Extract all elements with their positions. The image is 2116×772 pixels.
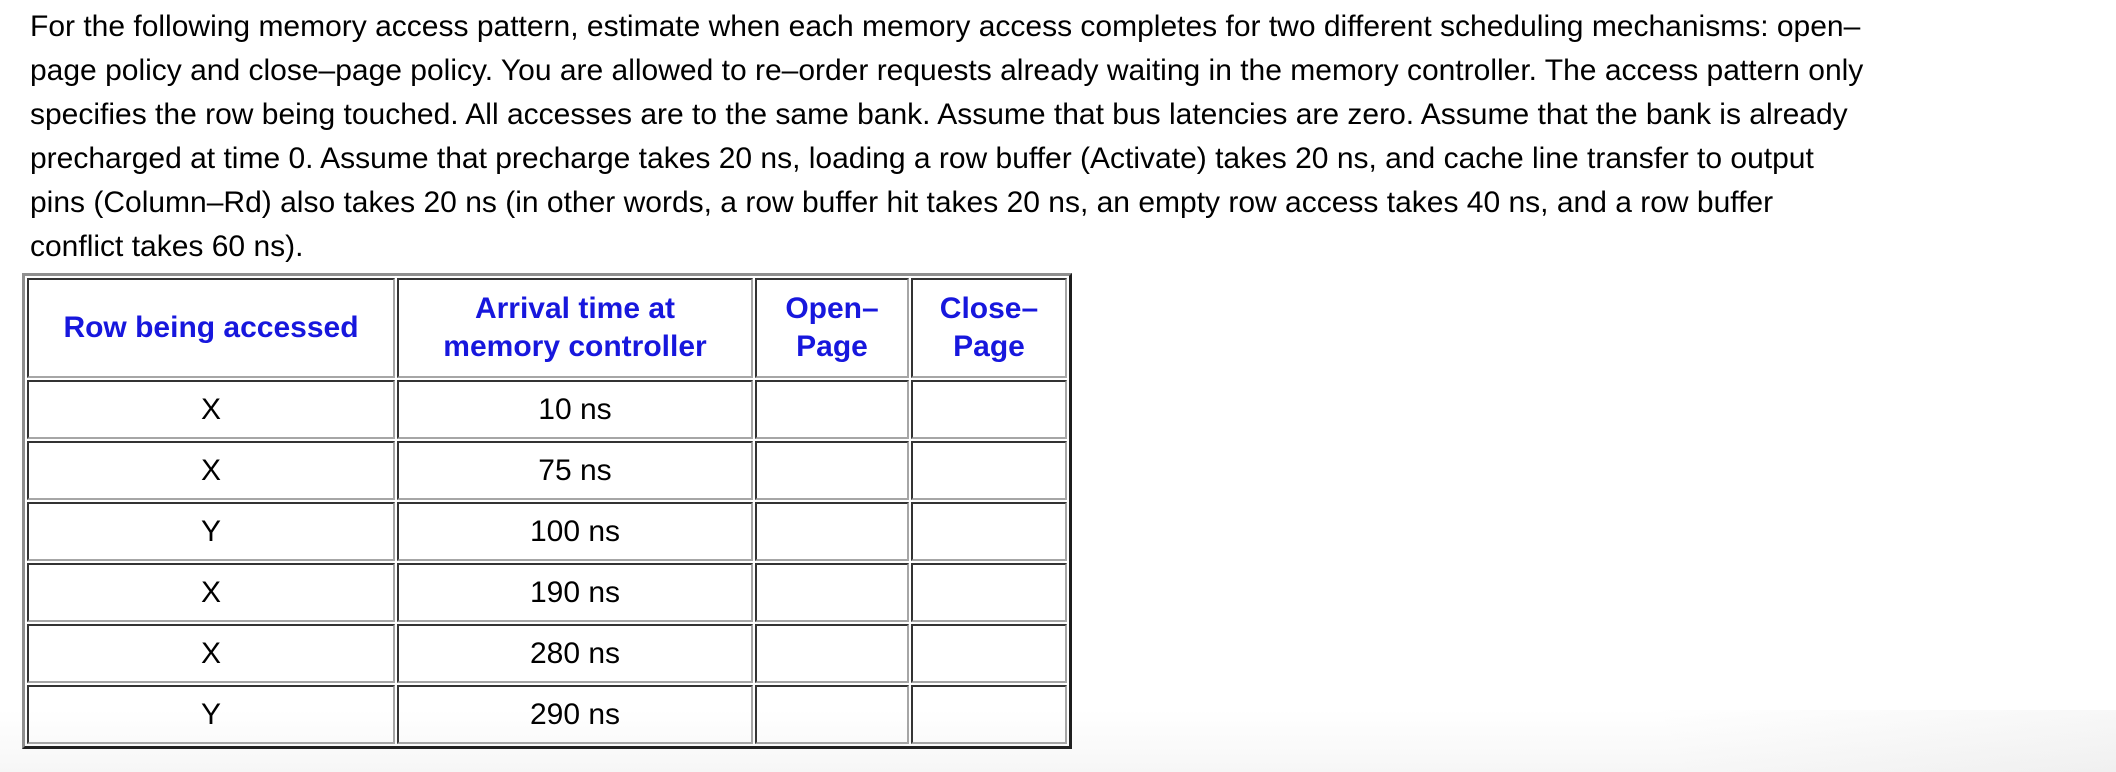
close-page-answer-cell xyxy=(911,624,1067,683)
close-page-answer-cell xyxy=(911,685,1067,744)
row-cell: X xyxy=(27,624,395,683)
table-row: Y 100 ns xyxy=(27,502,1067,561)
question-text: For the following memory access pattern,… xyxy=(30,10,1864,263)
col-header-row-being-accessed: Row being accessed xyxy=(27,278,395,378)
row-cell: Y xyxy=(27,685,395,744)
open-page-answer-cell xyxy=(755,441,909,500)
col-header-open-page: Open– Page xyxy=(755,278,909,378)
table-row: Y 290 ns xyxy=(27,685,1067,744)
row-cell: X xyxy=(27,380,395,439)
arrival-cell: 10 ns xyxy=(397,380,753,439)
close-page-answer-cell xyxy=(911,441,1067,500)
arrival-cell: 280 ns xyxy=(397,624,753,683)
arrival-cell: 290 ns xyxy=(397,685,753,744)
row-cell: Y xyxy=(27,502,395,561)
table-row: X 190 ns xyxy=(27,563,1067,622)
open-page-answer-cell xyxy=(755,563,909,622)
open-page-answer-cell xyxy=(755,685,909,744)
arrival-cell: 75 ns xyxy=(397,441,753,500)
table-row: X 280 ns xyxy=(27,624,1067,683)
open-page-answer-cell xyxy=(755,624,909,683)
row-cell: X xyxy=(27,441,395,500)
table-header: Row being accessed Arrival time at memor… xyxy=(27,278,1067,378)
question-document: For the following memory access pattern,… xyxy=(22,10,1864,749)
close-page-answer-cell xyxy=(911,380,1067,439)
open-page-answer-cell xyxy=(755,502,909,561)
table-row: X 75 ns xyxy=(27,441,1067,500)
col-header-close-page: Close– Page xyxy=(911,278,1067,378)
arrival-cell: 100 ns xyxy=(397,502,753,561)
col-header-arrival-time: Arrival time at memory controller xyxy=(397,278,753,378)
close-page-answer-cell xyxy=(911,563,1067,622)
row-cell: X xyxy=(27,563,395,622)
arrival-cell: 190 ns xyxy=(397,563,753,622)
table-row: X 10 ns xyxy=(27,380,1067,439)
memory-access-table: Row being accessed Arrival time at memor… xyxy=(22,273,1072,749)
header-row: Row being accessed Arrival time at memor… xyxy=(27,278,1067,378)
close-page-answer-cell xyxy=(911,502,1067,561)
open-page-answer-cell xyxy=(755,380,909,439)
table-body: X 10 ns X 75 ns Y 100 ns X 190 ns xyxy=(27,380,1067,744)
